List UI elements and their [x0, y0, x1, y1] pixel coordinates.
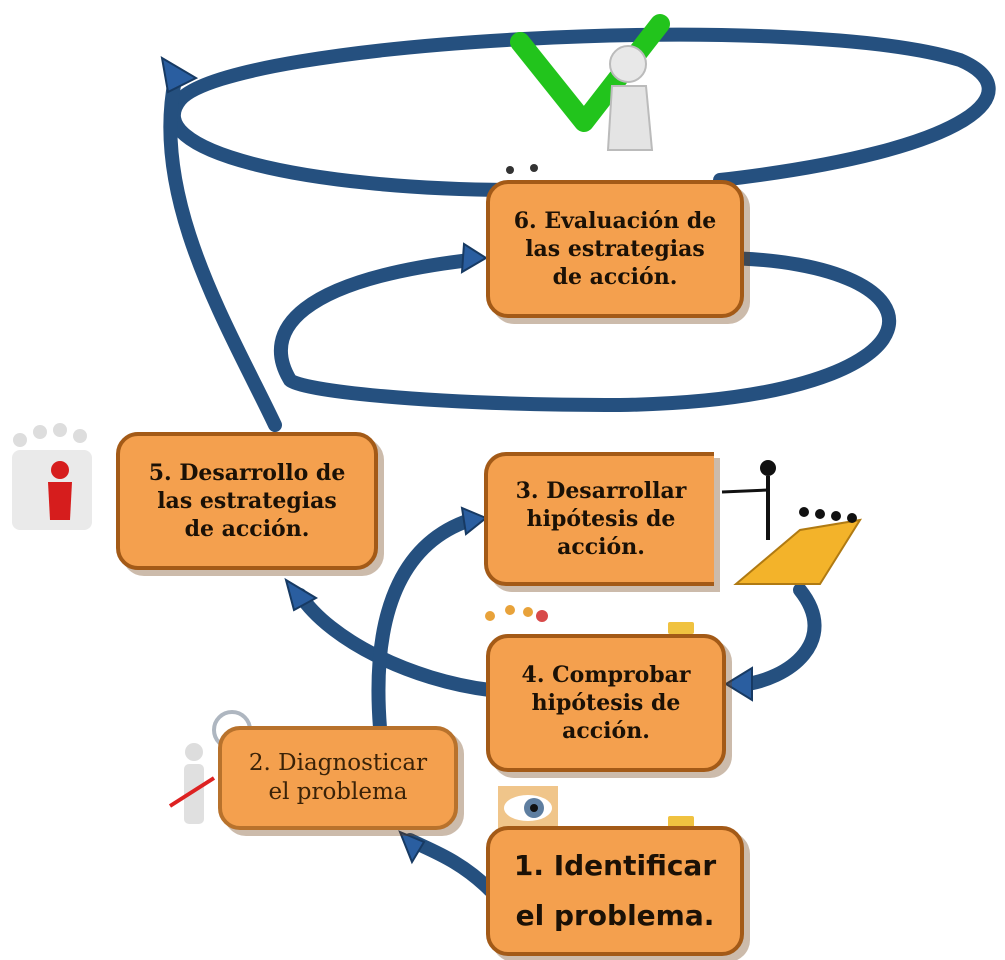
team-leader-icon: [12, 423, 92, 530]
step-2-box: 2. Diagnosticar el problema: [218, 726, 458, 830]
step-5-box: 5. Desarrollo de las estrategias de acci…: [116, 432, 378, 570]
check-person-icon: [510, 14, 670, 151]
magnifier-person-icon: [168, 710, 252, 824]
meeting-people-icon: [485, 164, 694, 634]
step-3-box: 3. Desarrollar hipótesis de acción.: [484, 452, 714, 586]
step-1-box: 1. Identificar el problema.: [486, 826, 744, 956]
pointing-leader-icon: [721, 460, 863, 585]
step-4-box: 4. Comprobar hipótesis de acción.: [486, 634, 726, 772]
step-6-box: 6. Evaluación de las estrategias de acci…: [486, 180, 744, 318]
eye-icon: [498, 786, 694, 832]
